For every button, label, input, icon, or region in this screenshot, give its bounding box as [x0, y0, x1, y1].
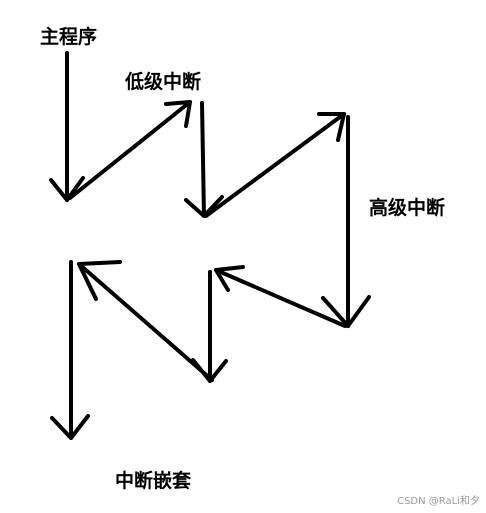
main-program-label: 主程序	[40, 26, 98, 48]
low-interrupt-label: 低级中断	[125, 71, 202, 93]
arrow-to-high-interrupt	[204, 112, 346, 218]
arrow-low-interrupt-down	[184, 101, 224, 218]
arrow-return-to-main	[77, 260, 214, 382]
high-interrupt-label: 高级中断	[369, 197, 446, 219]
arrow-to-low-interrupt	[68, 100, 192, 200]
nesting-label: 中断嵌套	[115, 470, 192, 492]
arrow-main-continue-down	[50, 260, 90, 440]
watermark: CSDN @RaLi和夕	[397, 496, 480, 507]
arrow-return-to-low	[214, 265, 347, 328]
arrow-main-down	[49, 51, 85, 202]
arrow-low-continue-down	[191, 270, 228, 383]
arrow-high-interrupt-down	[321, 115, 371, 328]
